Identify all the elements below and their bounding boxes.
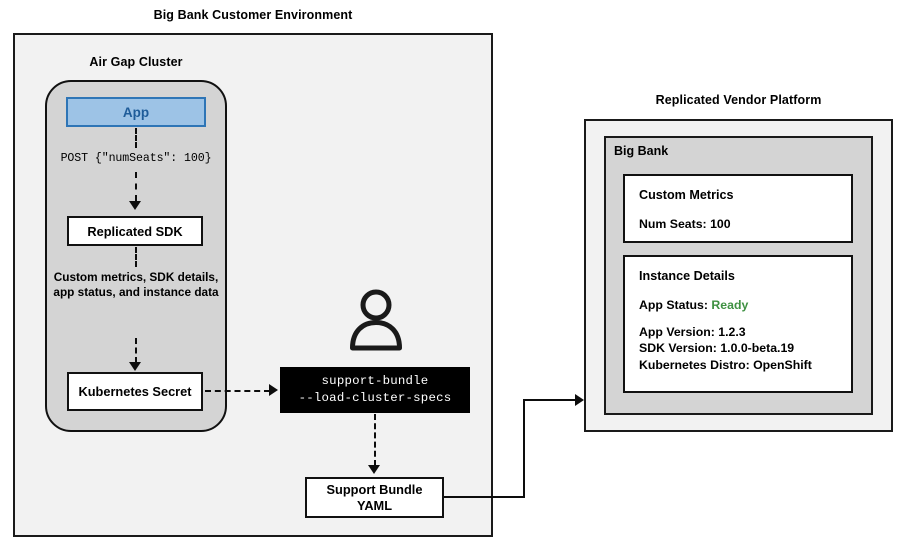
left-panel-title: Big Bank Customer Environment (153, 8, 353, 22)
edge-yaml-to-platform-segment-3 (522, 399, 578, 402)
tenant-label: Big Bank (614, 144, 669, 158)
edge-secret-to-terminal-arrowhead (269, 384, 278, 396)
node-kubernetes-secret-label: Kubernetes Secret (78, 384, 192, 399)
edge-yaml-to-platform-segment-2 (522, 399, 525, 498)
edge-sdk-to-secret-arrowhead (129, 362, 141, 371)
air-gap-cluster-title: Air Gap Cluster (89, 55, 183, 69)
node-app-label: App (122, 104, 150, 120)
edge-yaml-to-platform-arrowhead (575, 393, 584, 406)
instance-details-app-version: App Version: 1.2.3 (639, 325, 746, 340)
instance-details-spacer (639, 313, 837, 324)
instance-details-card-title: Instance Details (639, 269, 735, 283)
right-panel-title: Replicated Vendor Platform (655, 93, 822, 107)
instance-details-kubernetes-distro: Kubernetes Distro: OpenShift (639, 357, 812, 372)
custom-metrics-card-title: Custom Metrics (639, 188, 734, 202)
node-support-bundle-yaml-line-1: Support Bundle (326, 481, 423, 497)
terminal-command-line-1: support-bundle (321, 374, 429, 389)
edge-terminal-to-yaml-arrowhead (368, 465, 380, 474)
node-replicated-sdk-label: Replicated SDK (87, 223, 183, 239)
edge-app-to-sdk-segment-bottom (135, 172, 137, 201)
node-support-bundle-yaml[interactable]: Support Bundle YAML (305, 477, 444, 518)
person-icon (350, 289, 402, 351)
node-support-bundle-yaml-line-2: YAML (356, 497, 393, 513)
node-app[interactable]: App (66, 97, 206, 127)
edge-yaml-to-platform-segment-1 (444, 496, 525, 499)
node-replicated-sdk[interactable]: Replicated SDK (67, 216, 203, 246)
edge-app-to-sdk-segment-top (135, 128, 137, 148)
edge-app-to-sdk-arrowhead (129, 201, 141, 210)
instance-details-app-status-label: App Status: (639, 298, 712, 312)
terminal-command-box[interactable]: support-bundle --load-cluster-specs (280, 367, 470, 413)
instance-details-card: Instance Details App Status: Ready App V… (623, 255, 853, 393)
status-badge-ready: Ready (711, 298, 749, 312)
edge-secret-to-terminal (205, 390, 270, 392)
custom-metrics-num-seats: Num Seats: 100 (639, 217, 731, 231)
terminal-command-line-2: --load-cluster-specs (298, 391, 452, 405)
node-kubernetes-secret[interactable]: Kubernetes Secret (67, 372, 203, 411)
custom-metrics-card: Custom Metrics Num Seats: 100 (623, 174, 853, 243)
edge-label-post-numseats: POST {"numSeats": 100} (60, 152, 212, 165)
edge-label-custom-metrics: Custom metrics, SDK details, app status,… (53, 270, 219, 300)
edge-sdk-to-secret-segment-top (135, 247, 137, 267)
instance-details-sdk-version: SDK Version: 1.0.0-beta.19 (639, 341, 795, 356)
instance-details-app-status-row: App Status: Ready (639, 297, 837, 313)
edge-sdk-to-secret-segment-bottom (135, 338, 137, 363)
edge-terminal-to-yaml (374, 414, 376, 466)
